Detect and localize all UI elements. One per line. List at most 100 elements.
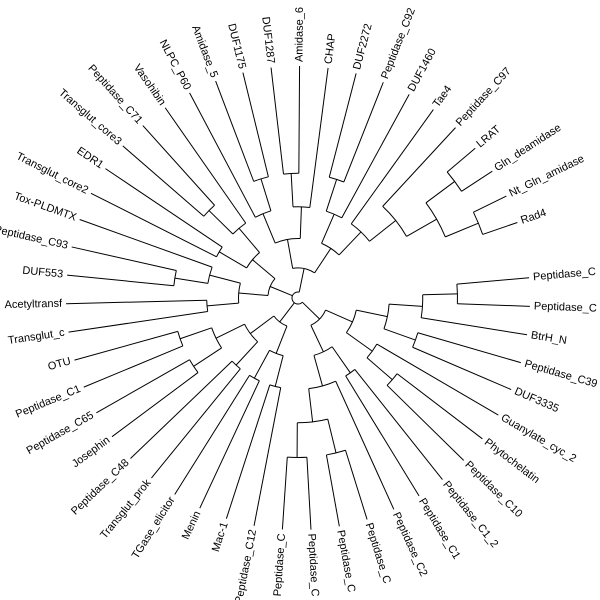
leaf-label: Tox-PLDMTX bbox=[12, 190, 78, 224]
leaf-label: Peptidase_C12 bbox=[233, 529, 259, 600]
clade-arc-44 bbox=[273, 315, 288, 327]
leaf-label: EDR1 bbox=[74, 145, 105, 171]
clade-stem-31 bbox=[253, 350, 270, 379]
leaf-branch-21 bbox=[111, 372, 199, 438]
leaf-label: Acetyltransf bbox=[4, 298, 63, 311]
clade-stem-51 bbox=[209, 274, 241, 284]
leaf-branch-0 bbox=[456, 277, 530, 285]
leaf-label: Peptidase_C bbox=[363, 521, 393, 585]
clade-stem-9 bbox=[366, 357, 393, 381]
leaf-label: NLPC_P60 bbox=[157, 38, 193, 92]
leaf-branch-13 bbox=[306, 457, 312, 530]
leaf-branch-49 bbox=[482, 221, 518, 235]
leaf-label: DUF1287 bbox=[259, 16, 276, 64]
leaf-label: Peptidase_C92 bbox=[379, 6, 418, 80]
leaf-branch-42 bbox=[343, 82, 384, 183]
clade-stem-35 bbox=[235, 341, 259, 366]
clade-arc-74 bbox=[329, 176, 345, 183]
clade-arc-82 bbox=[425, 202, 446, 238]
clade-stem-45 bbox=[279, 302, 295, 323]
clade-stem-43 bbox=[250, 315, 275, 334]
clade-stem-1 bbox=[422, 293, 458, 296]
clade-arc-92 bbox=[291, 291, 303, 305]
clade-arc-42 bbox=[244, 323, 258, 343]
leaf-label: Amidase_6 bbox=[294, 7, 306, 62]
leaf-branch-33 bbox=[142, 125, 215, 206]
clade-arc-36 bbox=[189, 359, 199, 373]
clade-stem-71 bbox=[299, 206, 302, 239]
clade-arc-4 bbox=[412, 332, 419, 348]
clade-arc-80 bbox=[472, 211, 484, 235]
leaf-branch-46 bbox=[446, 147, 476, 173]
leaf-branch-1 bbox=[457, 303, 530, 307]
leaf-label: Peptidase_C97 bbox=[454, 65, 514, 128]
clade-stem-69 bbox=[290, 173, 294, 207]
clade-stem-77 bbox=[321, 213, 335, 244]
clade-arc-54 bbox=[216, 246, 223, 258]
clade-stem-75 bbox=[325, 179, 338, 212]
clade-stem-81 bbox=[445, 222, 479, 238]
leaf-branch-24 bbox=[74, 330, 178, 361]
leaf-label: Peptidase_C bbox=[533, 266, 597, 283]
clade-stem-65 bbox=[260, 178, 272, 211]
clade-stem-57 bbox=[208, 210, 234, 235]
clade-stem-11 bbox=[346, 332, 373, 352]
clade-arc-34 bbox=[231, 360, 241, 370]
tree-branches bbox=[66, 66, 530, 530]
clade-stem-47 bbox=[206, 302, 239, 307]
clade-arc-16 bbox=[326, 449, 346, 456]
leaf-label: LRAT bbox=[474, 123, 503, 150]
leaf-branch-9 bbox=[345, 375, 420, 497]
leaf-label: Tae4 bbox=[431, 83, 455, 109]
leaf-branch-34 bbox=[164, 107, 247, 224]
leaf-branch-23 bbox=[83, 345, 184, 388]
leaf-label: BtrH_N bbox=[530, 329, 568, 347]
leaf-branch-29 bbox=[79, 219, 213, 268]
clade-stem-13 bbox=[325, 309, 353, 323]
leaf-branch-19 bbox=[151, 368, 241, 479]
leaf-branch-15 bbox=[253, 387, 282, 526]
clade-stem-21 bbox=[308, 388, 314, 422]
clade-arc-22 bbox=[308, 380, 336, 390]
leaf-label: OTU bbox=[47, 355, 73, 373]
clade-stem-3 bbox=[389, 303, 423, 307]
leaf-label: DUF553 bbox=[22, 265, 64, 281]
clade-stem-39 bbox=[179, 327, 212, 340]
clade-stem-33 bbox=[275, 325, 288, 354]
leaf-label: Vasohibin bbox=[131, 62, 168, 108]
leaf-label: Peptidase_C bbox=[305, 533, 321, 597]
leaf-label: Peptidase_C bbox=[534, 300, 597, 314]
clade-stem-85 bbox=[369, 220, 397, 242]
leaf-branch-6 bbox=[396, 373, 483, 440]
clade-stem-5 bbox=[383, 328, 416, 341]
leaf-branch-7 bbox=[386, 384, 465, 461]
leaf-branch-40 bbox=[309, 67, 329, 208]
leaf-label: Rad4 bbox=[519, 207, 548, 227]
leaf-branch-35 bbox=[189, 92, 256, 218]
leaf-label: DUF3335 bbox=[513, 386, 561, 416]
leaf-label: Peptidase_C1 bbox=[416, 496, 462, 561]
leaf-label: Mac-1 bbox=[210, 521, 231, 554]
clade-stem-7 bbox=[356, 309, 388, 318]
clade-arc-0 bbox=[456, 284, 458, 304]
leaf-branch-14 bbox=[281, 457, 288, 530]
leaf-branch-12 bbox=[325, 454, 340, 527]
leaf-branch-38 bbox=[270, 67, 284, 175]
clade-arc-64 bbox=[253, 176, 269, 182]
leaf-label: DUF1175 bbox=[225, 22, 248, 70]
leaf-label: Peptidase_C39 bbox=[523, 358, 599, 390]
leaf-branch-2 bbox=[421, 317, 528, 336]
clade-stem-61 bbox=[252, 259, 276, 279]
leaf-label: DUF2272 bbox=[351, 22, 374, 71]
leaf-label: Amidase_5 bbox=[189, 24, 220, 80]
clade-stem-23 bbox=[313, 355, 323, 387]
clade-stem-55 bbox=[218, 251, 247, 269]
leaf-label: CHAP bbox=[323, 33, 339, 65]
clade-arc-24 bbox=[313, 346, 333, 356]
leaf-label: Peptidase_C2 bbox=[390, 510, 429, 578]
clade-arc-40 bbox=[211, 327, 223, 349]
leaf-branch-22 bbox=[96, 359, 190, 414]
leaf-label: Josephin bbox=[70, 434, 112, 470]
leaf-branch-5 bbox=[376, 343, 499, 416]
